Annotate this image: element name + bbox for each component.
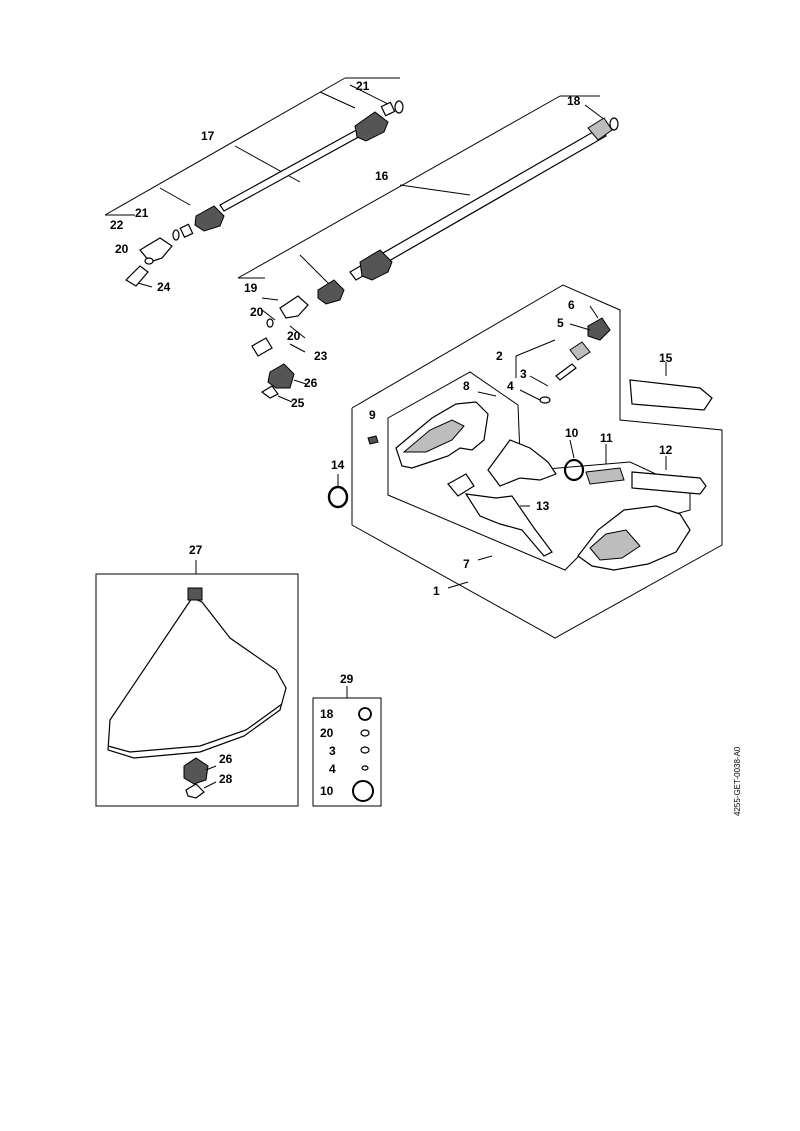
label-20-mid: 20 bbox=[250, 305, 264, 319]
label-4: 4 bbox=[507, 379, 514, 393]
rotor-nozzle-15 bbox=[629, 379, 713, 411]
label-23: 23 bbox=[314, 349, 328, 363]
gun-grip-shell bbox=[577, 505, 691, 571]
oring-upper bbox=[394, 100, 404, 114]
label-13: 13 bbox=[536, 499, 550, 513]
fitting-23 bbox=[251, 337, 273, 357]
insert-28 bbox=[185, 783, 205, 799]
label-8: 8 bbox=[463, 379, 470, 393]
label-12: 12 bbox=[659, 443, 673, 457]
label-16: 16 bbox=[375, 169, 389, 183]
label-1: 1 bbox=[433, 584, 440, 598]
surface-cleaner-box-27 bbox=[95, 560, 299, 807]
fitting-21-lower bbox=[179, 223, 194, 239]
label-7: 7 bbox=[463, 557, 470, 571]
oring-4 bbox=[539, 396, 551, 404]
lance-assembly-16 bbox=[237, 95, 619, 403]
label-26-top: 26 bbox=[304, 376, 318, 390]
label-5: 5 bbox=[557, 316, 564, 330]
gun-outlet-fitting bbox=[447, 473, 475, 497]
insert-25 bbox=[260, 385, 279, 399]
kit-oring-3 bbox=[360, 746, 370, 754]
kit-label-10: 10 bbox=[320, 784, 334, 798]
kit-oring-18 bbox=[358, 707, 372, 721]
label-10: 10 bbox=[565, 426, 579, 440]
elbow-fitting-22 bbox=[139, 237, 173, 263]
label-27: 27 bbox=[189, 543, 203, 557]
part-labels: 21 18 17 16 21 22 20 24 19 20 20 23 26 2… bbox=[110, 79, 673, 798]
lance-nut-upper bbox=[354, 111, 389, 142]
kit-label-4: 4 bbox=[329, 762, 336, 776]
label-9: 9 bbox=[369, 408, 376, 422]
trigger-13 bbox=[464, 493, 553, 557]
kit-oring-20 bbox=[360, 729, 370, 737]
lance-tube-16 bbox=[349, 127, 607, 281]
lance-coupling bbox=[359, 249, 393, 281]
label-11: 11 bbox=[600, 431, 613, 445]
label-21-left: 21 bbox=[135, 206, 149, 220]
label-21-top: 21 bbox=[356, 79, 370, 93]
document-id: 4255-GET-0038-A0 bbox=[733, 746, 742, 816]
gun-housing-shell bbox=[402, 419, 465, 453]
label-20-upper: 20 bbox=[115, 242, 129, 256]
filter-11 bbox=[585, 467, 625, 485]
lance-nut-lower bbox=[194, 205, 225, 232]
label-22: 22 bbox=[110, 218, 124, 232]
nut-26-cleaner bbox=[183, 757, 209, 785]
cap-6 bbox=[587, 317, 611, 341]
label-15: 15 bbox=[659, 351, 673, 365]
label-28: 28 bbox=[219, 772, 233, 786]
label-19: 19 bbox=[244, 281, 258, 295]
label-20-low: 20 bbox=[287, 329, 301, 343]
label-18: 18 bbox=[567, 94, 581, 108]
nozzle-24 bbox=[125, 265, 149, 287]
label-25: 25 bbox=[291, 396, 305, 410]
label-14: 14 bbox=[331, 458, 345, 472]
oring-10 bbox=[563, 458, 585, 482]
oring-14 bbox=[327, 485, 349, 509]
gun-valve-block bbox=[487, 439, 557, 487]
oring-18 bbox=[609, 117, 619, 131]
oring-20-lower-lance bbox=[266, 318, 274, 328]
label-24: 24 bbox=[157, 280, 171, 294]
oring-lower bbox=[172, 229, 180, 241]
kit-label-18: 18 bbox=[320, 707, 334, 721]
lance-nut-16 bbox=[317, 279, 345, 305]
spring-5 bbox=[569, 341, 591, 361]
lance-tube-17 bbox=[219, 127, 365, 212]
kit-label-3: 3 bbox=[329, 744, 336, 758]
fitting-21-upper bbox=[380, 101, 396, 117]
elbow-fitting-19 bbox=[279, 295, 309, 319]
label-17: 17 bbox=[201, 129, 215, 143]
label-26-cleaner: 26 bbox=[219, 752, 233, 766]
label-29: 29 bbox=[340, 672, 354, 686]
kit-oring-10 bbox=[352, 780, 374, 802]
kit-label-20: 20 bbox=[320, 726, 334, 740]
label-6: 6 bbox=[568, 298, 575, 312]
oring-20-upper-lance bbox=[144, 257, 154, 265]
surface-cleaner-port bbox=[187, 587, 203, 601]
kit-oring-4 bbox=[361, 765, 369, 771]
valve-stem-3 bbox=[555, 363, 577, 381]
spray-gun-assembly-1 bbox=[351, 284, 723, 639]
lance-assembly-17 bbox=[104, 77, 404, 288]
seal-kit-box-29 bbox=[312, 686, 382, 807]
screw-9 bbox=[367, 435, 379, 445]
label-2: 2 bbox=[496, 349, 503, 363]
nozzle-body-12 bbox=[631, 471, 707, 495]
nut-26 bbox=[267, 363, 295, 389]
lance-tip-18 bbox=[587, 117, 613, 141]
label-3: 3 bbox=[520, 367, 527, 381]
